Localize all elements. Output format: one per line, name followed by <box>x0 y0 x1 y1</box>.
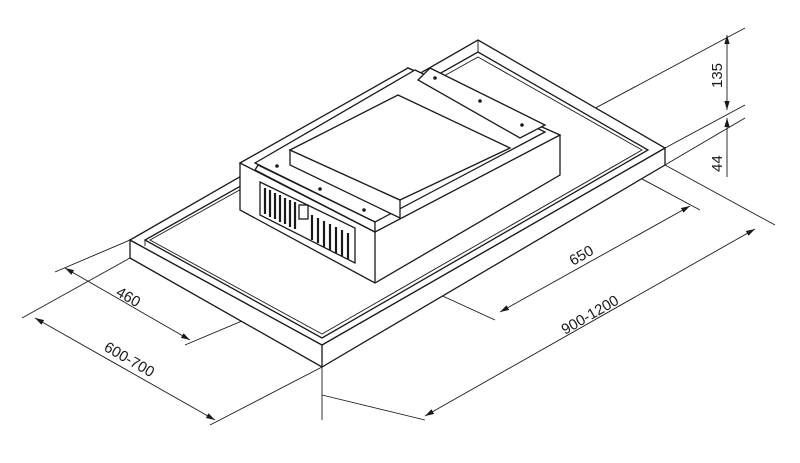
dim-650: 650 <box>567 242 597 269</box>
dim-900-1200: 900-1200 <box>559 292 622 338</box>
dim-135: 135 <box>709 63 726 88</box>
dimension-lines <box>34 35 756 421</box>
dim-44: 44 <box>709 155 726 172</box>
motor-box <box>238 67 562 284</box>
vent-slots <box>263 188 350 259</box>
control-panel-icon <box>298 204 309 220</box>
dim-460: 460 <box>113 284 143 311</box>
vent-grille <box>259 180 356 265</box>
